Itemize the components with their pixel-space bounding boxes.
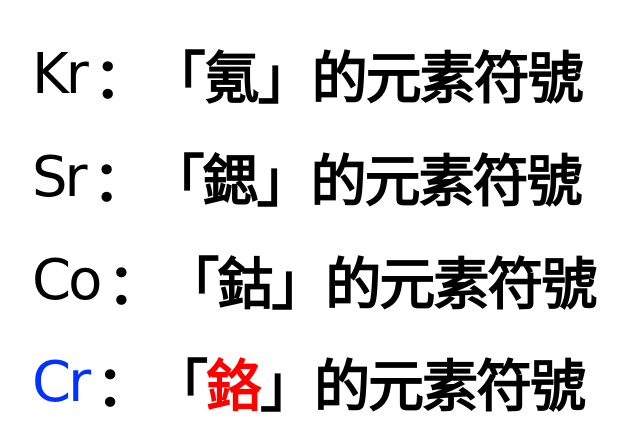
line-cr: Cr ： 「 鉻 」 的元素符號 xyxy=(32,342,586,422)
open-bracket: 「 xyxy=(163,252,219,318)
suffix-text: 的元素符號 xyxy=(325,252,597,318)
element-character: 氪 xyxy=(203,46,260,112)
element-character: 鈷 xyxy=(217,252,273,318)
line-sr: Sr ： 「 鍶 」 的元素符號 xyxy=(32,137,583,217)
close-bracket: 」 xyxy=(271,252,327,318)
element-symbol: Co xyxy=(32,247,102,313)
close-bracket: 」 xyxy=(257,46,314,112)
suffix-text: 的元素符號 xyxy=(310,149,583,215)
element-character: 鍶 xyxy=(202,149,259,215)
colon: ： xyxy=(107,252,163,318)
open-bracket: 「 xyxy=(149,46,206,112)
line-co: Co ： 「 鈷 」 的元素符號 xyxy=(32,240,597,320)
element-symbol-highlighted: Cr xyxy=(32,349,91,415)
element-character-highlighted: 鉻 xyxy=(206,354,262,420)
close-bracket: 」 xyxy=(256,149,313,215)
colon: ： xyxy=(96,354,152,420)
colon: ： xyxy=(93,46,150,112)
open-bracket: 「 xyxy=(152,354,208,420)
element-symbol: Kr xyxy=(32,41,89,107)
line-kr: Kr ： 「 氪 」 的元素符號 xyxy=(32,34,584,114)
element-symbol: Sr xyxy=(32,144,88,210)
suffix-text: 的元素符號 xyxy=(311,46,584,112)
colon: ： xyxy=(92,149,149,215)
close-bracket: 」 xyxy=(260,354,316,420)
open-bracket: 「 xyxy=(148,149,205,215)
suffix-text: 的元素符號 xyxy=(314,354,586,420)
